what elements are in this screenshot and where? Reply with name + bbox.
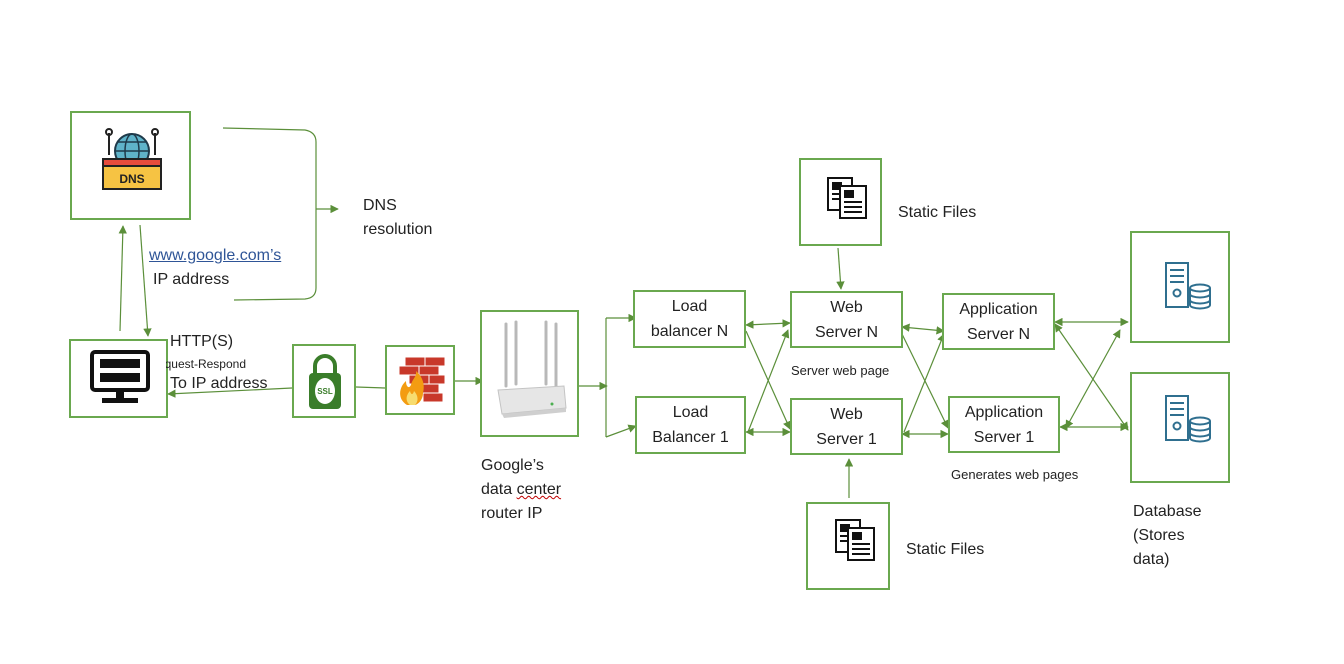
ip-address-label: IP address [153,271,230,288]
database-server-icon [1165,262,1211,310]
to-ip-label: To IP address [170,375,268,392]
web-server-1-node: Web Server 1 [790,398,903,455]
lb-1-web-n-cross [747,329,790,433]
web-n-line-2: Server N [814,323,879,341]
computer-monitor-icon [90,350,150,403]
database-label-2: (Stores [1133,527,1185,544]
static-files-top-label: Static Files [898,204,977,221]
router-label-1: Google’s [481,457,544,474]
lb-1-line-2: Balancer 1 [652,429,729,446]
generates-web-pages-label: Generates web pages [951,467,1079,482]
app-server-1-node: Application Server 1 [948,396,1060,453]
lb-1-line-1: Load [672,404,709,421]
firewall-node [385,345,455,415]
document-files-icon [827,177,867,219]
web-server-n-node: Web Server N [790,291,903,348]
request-respond-label: Request-Respond [166,357,246,371]
dns-node: DNS [70,111,191,220]
load-balancer-1-node: Load Balancer 1 [635,396,746,454]
router-label-2: data center [481,478,561,502]
router-node [480,310,579,437]
app-1-line-1: Application [964,403,1044,421]
ssl-lock-icon: SSL [309,354,341,409]
document-files-icon [835,519,875,561]
router-label-3: router IP [481,505,543,522]
https-label: HTTP(S) [170,333,234,350]
app-1-line-2: Server 1 [973,428,1035,446]
app-n-line-1: Application [959,300,1038,318]
database-label-3: data) [1133,551,1170,568]
server-web-page-label: Server web page [791,363,890,378]
database-top-node [1130,231,1230,343]
router-label-2a: data [481,481,517,498]
database-server-icon [1165,395,1211,443]
lb-n-line-1: Load [671,298,708,315]
dns-to-computer-arrow [139,224,152,337]
firewall-to-ssl-line [355,386,386,389]
static-files-top-node [799,158,882,246]
request-respond-clip: Request-Respond [166,356,246,372]
dns-resolution-label-1: DNS [363,197,397,214]
split-to-lb-1-arrow [605,424,637,438]
computer-to-dns-arrow [118,225,127,332]
web-1-line-2: Server 1 [816,430,877,448]
web-1-line-1: Web [830,405,863,423]
app-server-n-node: Application Server N [942,293,1055,350]
app-n-line-2: Server N [966,325,1031,343]
app-1-db-top-cross [1065,329,1121,429]
lb-n-line-2: balancer N [650,323,729,340]
database-bottom-node [1130,372,1230,483]
ssl-lock-text: SSL [317,387,333,396]
router-label-2b: center [516,481,562,498]
static-top-to-web-n-arrow [836,247,845,290]
database-label-1: Database [1133,503,1202,520]
router-icon [497,320,567,418]
load-balancer-n-node: Load balancer N [633,290,746,348]
ssl-node: SSL [292,344,356,418]
web-n-line-1: Web [830,298,863,316]
dns-globe-icon: DNS [102,128,162,190]
dns-resolution-bracket [222,127,317,301]
firewall-icon [398,356,446,405]
dns-resolution-label-2: resolution [363,221,433,238]
google-link[interactable]: www.google.com’s [149,247,282,264]
lb-n-web-n-arrow [745,319,791,329]
ssl-to-computer-arrow [167,387,293,398]
web-n-app-n-arrow [901,323,945,335]
static-files-bottom-node [806,502,890,590]
static-files-bottom-label: Static Files [906,541,985,558]
web-1-app-n-cross [903,333,946,433]
dns-badge-text: DNS [119,172,144,186]
client-computer-node [69,339,168,418]
app-n-db-bottom-cross [1054,323,1129,431]
